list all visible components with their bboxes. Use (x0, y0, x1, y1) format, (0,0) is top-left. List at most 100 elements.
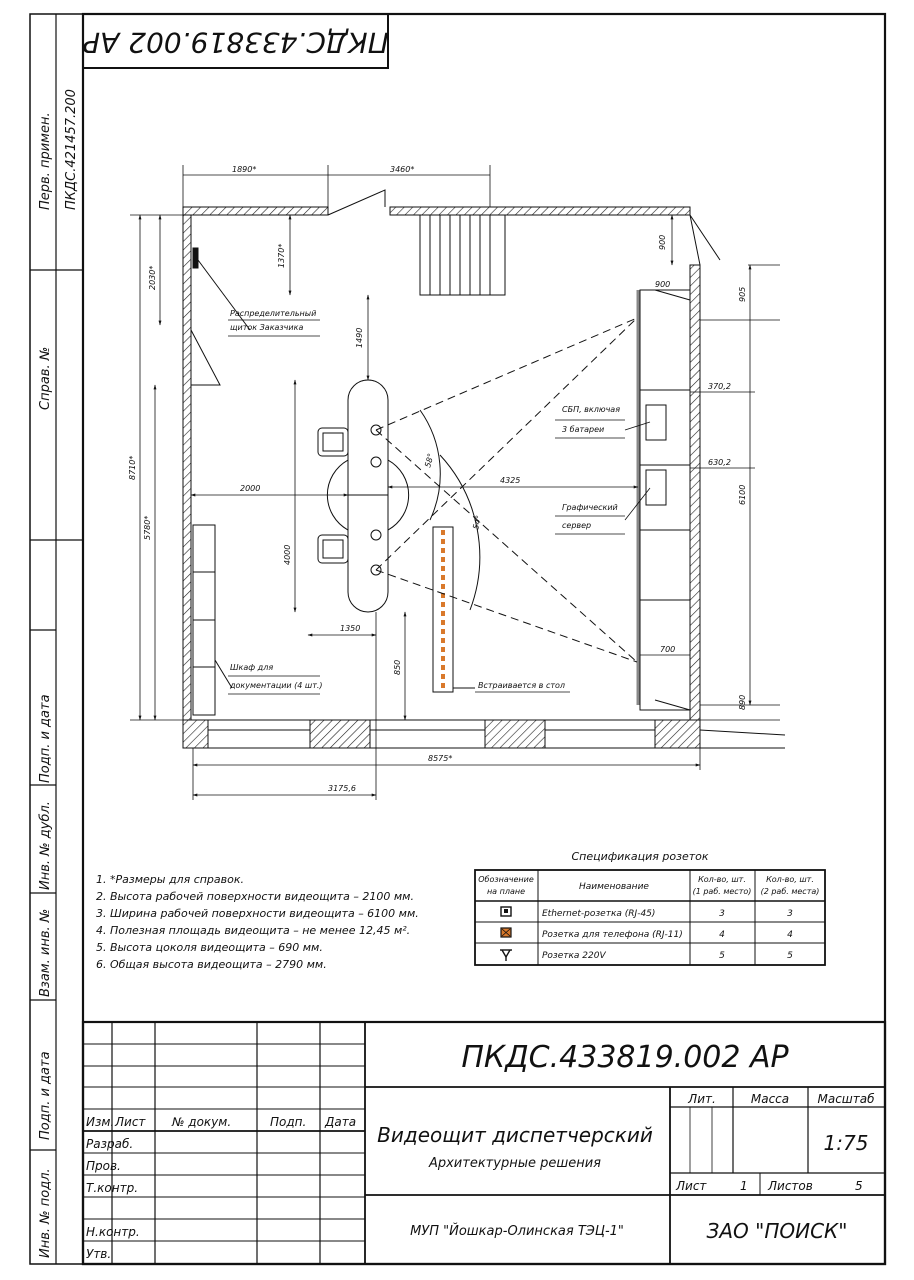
tb-col-data: Дата (324, 1115, 356, 1129)
stairs (419, 214, 506, 296)
rotated-stamp: ПКДС.433819.002 АР (82, 13, 389, 69)
angle-58: 58° (423, 452, 435, 468)
tb-customer: МУП "Йошкар-Олинская ТЭЦ-1" (410, 1223, 624, 1239)
tb-col-list: Лист (114, 1115, 146, 1129)
dim-3460: 3460* (390, 165, 414, 174)
right-door (689, 214, 721, 266)
tb-row-razrab: Разраб. (86, 1137, 133, 1151)
callout-server-1: Графический (562, 503, 618, 512)
tb-col-izm: Изм. (86, 1115, 114, 1129)
note-1: 1. *Размеры для справок. (96, 873, 244, 886)
spec-table-title: Спецификация розеток (571, 850, 708, 863)
sight-lines (375, 317, 638, 663)
tb-col-podp: Подп. (270, 1115, 306, 1129)
spec-h4-b: (2 раб. места) (761, 887, 820, 896)
tb-col-doc-no: № докум. (171, 1115, 231, 1129)
dim-1890: 1890* (232, 165, 256, 174)
dim-900-b: 900 (655, 280, 670, 289)
spec-row-1-q1: 3 (719, 909, 725, 919)
distribution-board (192, 247, 199, 269)
spec-h3-a: Кол-во, шт. (698, 875, 746, 884)
built-in-socket-strip (432, 526, 454, 693)
spec-table: Спецификация розеток Обозначение на план… (474, 850, 826, 966)
spec-row-3-q1: 5 (719, 951, 725, 961)
phone-socket-icon (500, 927, 512, 938)
dim-2000: 2000 (240, 484, 260, 493)
dim-905: 905 (738, 287, 747, 302)
spec-row-2-name: Розетка для телефона (RJ-11) (542, 930, 683, 940)
operator-desk (326, 379, 410, 613)
note-6: 6. Общая высота видеощита – 2790 мм. (96, 958, 327, 971)
spec-row-2-q2: 4 (787, 930, 793, 940)
vzam-inv-label: Взам. инв. № (38, 909, 53, 997)
dim-630-2: 630,2 (708, 458, 731, 467)
dim-900-a: 900 (658, 235, 667, 250)
tb-lit: Лит. (687, 1092, 716, 1106)
callout-cabinet-1: Шкаф для (230, 663, 273, 672)
perv-primen-label: Перв. примен. (38, 112, 53, 210)
spec-h4-a: Кол-во, шт. (766, 875, 814, 884)
dim-8575: 8575* (428, 754, 452, 763)
dim-5780: 5780* (143, 516, 152, 540)
dim-1350: 1350 (340, 624, 360, 633)
rotated-stamp-code: ПКДС.433819.002 АР (83, 26, 389, 59)
dimension-texts: 1890* 3460* 900 1370* 2030* 1490 900 905… (128, 165, 747, 793)
tb-list-label: Лист (675, 1179, 707, 1193)
dim-3175-6: 3175,6 (328, 784, 356, 793)
spec-row-2-q1: 4 (719, 930, 725, 940)
ups-unit (645, 404, 667, 441)
top-wall-left (182, 206, 329, 216)
graphic-server-unit (645, 469, 667, 506)
video-wall (636, 289, 691, 711)
callout-cabinet-2: документации (4 шт.) (229, 681, 323, 690)
spec-h3-b: (1 раб. место) (693, 887, 752, 896)
sheet-frame (29, 12, 887, 1266)
title-block: ПКДС.433819.002 АР Изм. Лист № докум. По… (81, 1020, 887, 1266)
tb-masshtab: Масштаб (817, 1092, 875, 1106)
tb-scale: 1:75 (824, 1131, 869, 1155)
title-block-doc-code: ПКДС.433819.002 АР (461, 1040, 789, 1075)
top-wall-right (389, 206, 691, 216)
podp-data-label-2: Подп. и дата (38, 1051, 53, 1140)
bottom-wall (182, 719, 701, 749)
dim-6100: 6100 (738, 485, 747, 505)
tb-row-tkontr: Т.контр. (86, 1181, 138, 1195)
perv-primen-value: ПКДС.421457.200 (64, 89, 79, 210)
inv-podl-label: Инв. № подл. (38, 1168, 53, 1258)
spec-row-3-q2: 5 (787, 951, 793, 961)
note-3: 3. Ширина рабочей поверхности видеощита … (96, 907, 419, 920)
dim-4000: 4000 (283, 545, 292, 565)
spec-h1-a: Обозначение (478, 875, 534, 884)
spec-h2: Наименование (579, 882, 649, 892)
note-4: 4. Полезная площадь видеощита – не менее… (96, 924, 410, 937)
tb-title-main: Видеощит диспетчерский (377, 1123, 653, 1147)
callout-built-in: Встраивается в стол (478, 681, 565, 690)
ethernet-socket-icon (500, 906, 512, 917)
dim-1370: 1370* (277, 244, 286, 268)
side-labels: Перв. примен. ПКДС.421457.200 Справ. № П… (38, 89, 79, 1258)
right-wall (689, 264, 701, 721)
tb-row-nkontr: Н.контр. (86, 1225, 140, 1239)
floor-plan (130, 165, 786, 800)
tb-title-sub: Архитектурные решения (428, 1156, 601, 1171)
callout-board-1: Распределительный (230, 309, 316, 318)
top-door (327, 189, 386, 216)
inv-dubl-label: Инв. № дубл. (38, 801, 53, 890)
sprav-no-label: Справ. № (38, 347, 53, 410)
callout-ups-1: СБП, включая (562, 405, 620, 414)
tb-listov-label: Листов (767, 1179, 813, 1193)
notes: 1. *Размеры для справок. 2. Высота рабоч… (96, 873, 419, 971)
podp-data-label-1: Подп. и дата (38, 694, 53, 783)
spec-row-1-name: Ethernet-розетка (RJ-45) (542, 909, 655, 919)
operator-chair-2 (317, 534, 349, 564)
angle-arc-54 (439, 454, 481, 611)
dim-850: 850 (393, 660, 402, 675)
left-door (190, 329, 221, 386)
plan-callouts: Распределительный щиток Заказчика СБП, в… (228, 309, 651, 695)
tb-company: ЗАО "ПОИСК" (707, 1219, 848, 1243)
tb-list-value: 1 (740, 1179, 748, 1193)
power-socket-icon (500, 949, 512, 961)
doc-cabinet (192, 524, 216, 716)
spec-h1-b: на плане (487, 887, 525, 896)
